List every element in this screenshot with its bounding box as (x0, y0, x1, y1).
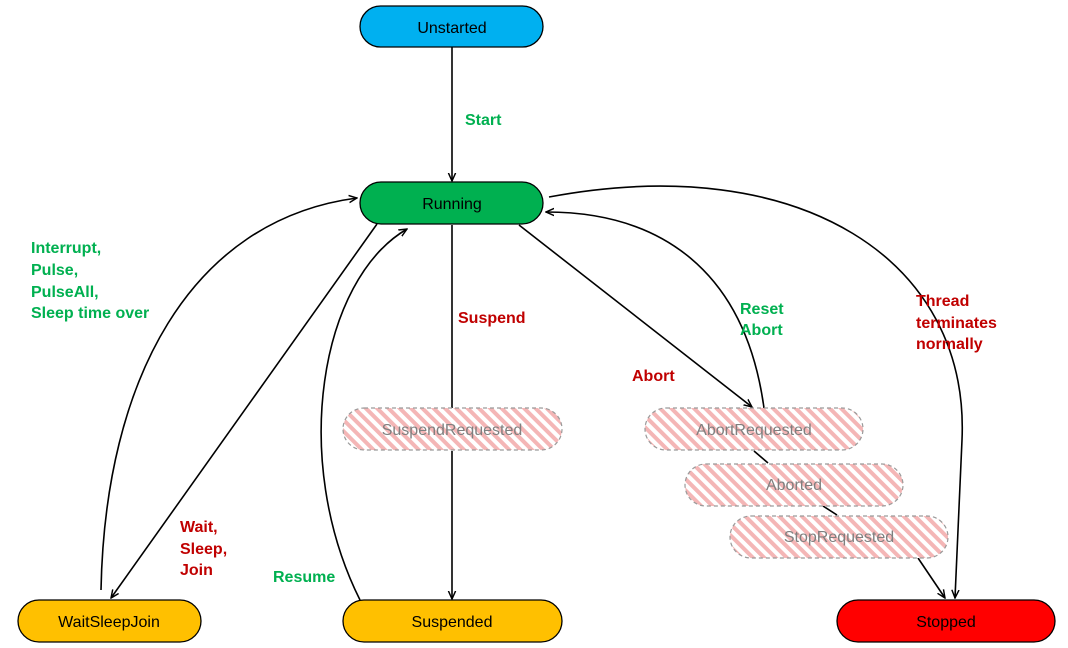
label-interrupt: Interrupt, Pulse, PulseAll, Sleep time o… (31, 240, 149, 322)
edge-abort (518, 224, 752, 407)
state-stop-requested: StopRequested (729, 515, 949, 559)
label-wait: Wait, Sleep, Join (180, 519, 232, 579)
edge-wait (111, 223, 378, 598)
edge-stop-requested-to-stopped (917, 557, 945, 598)
label-reset-abort: Reset Abort (740, 301, 788, 339)
label-start: Start (465, 112, 502, 129)
edge-aborted-to-stop-requested (822, 505, 838, 516)
edge-abort-requested-to-aborted (753, 450, 769, 464)
state-wait-sleep-join-label: WaitSleepJoin (58, 614, 160, 631)
state-suspend-requested-label: SuspendRequested (382, 422, 523, 439)
state-running: Running (359, 181, 544, 225)
state-abort-requested: AbortRequested (644, 407, 864, 451)
edge-thread-terminates (548, 185, 963, 598)
state-aborted-label: Aborted (766, 477, 822, 494)
state-stop-requested-label: StopRequested (784, 529, 894, 546)
label-suspend: Suspend (458, 310, 526, 327)
state-running-label: Running (422, 196, 482, 213)
state-unstarted: Unstarted (359, 5, 544, 48)
label-resume: Resume (273, 569, 335, 586)
label-thread-terminates: Thread terminates normally (916, 293, 1001, 353)
state-unstarted-label: Unstarted (417, 20, 486, 37)
state-stopped: Stopped (836, 599, 1056, 643)
state-stopped-label: Stopped (916, 614, 976, 631)
state-aborted: Aborted (684, 463, 904, 507)
state-suspended-label: Suspended (412, 614, 493, 631)
state-suspend-requested: SuspendRequested (342, 407, 563, 451)
edge-resume (320, 229, 407, 601)
state-wait-sleep-join: WaitSleepJoin (17, 599, 202, 643)
state-abort-requested-label: AbortRequested (696, 422, 812, 439)
edge-reset-abort (546, 212, 765, 409)
edge-interrupt (100, 198, 357, 591)
state-suspended: Suspended (342, 599, 563, 643)
label-abort: Abort (632, 368, 675, 385)
